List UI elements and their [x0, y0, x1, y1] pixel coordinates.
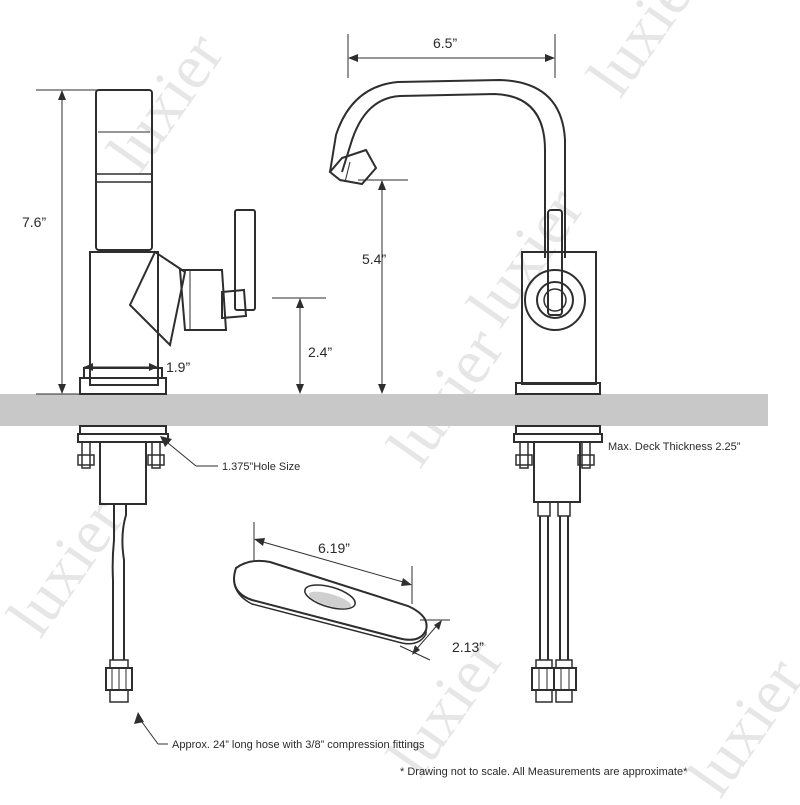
deck-thickness-label: Max. Deck Thickness 2.25”	[608, 441, 741, 453]
watermark-6: luxier	[373, 625, 517, 788]
base-width-label: 1.9”	[166, 359, 190, 375]
right-underdeck-assembly	[513, 425, 603, 703]
spout-reach-label: 6.5”	[433, 35, 457, 51]
hose-label: Approx. 24” long hose with 3/8” compress…	[172, 739, 425, 751]
watermark-1: luxier	[93, 20, 237, 183]
overall-height-label: 7.6”	[22, 214, 46, 230]
footnote: * Drawing not to scale. All Measurements…	[400, 766, 688, 778]
deck-countertop	[0, 394, 768, 426]
plate-length-label: 6.19”	[318, 540, 350, 556]
hole-size-label: 1.375”Hole Size	[222, 461, 300, 473]
plate-length-dimension: 6.19”	[253, 522, 413, 604]
left-underdeck-assembly	[77, 425, 169, 703]
front-view-faucet	[328, 78, 601, 395]
handle-height-label: 2.4”	[308, 344, 332, 360]
hose-callout: Approx. 24” long hose with 3/8” compress…	[134, 712, 425, 751]
side-view-faucet	[79, 89, 256, 395]
plate-width-dimension: 2.13”	[399, 619, 484, 661]
handle-height-dimension: 2.4”	[272, 297, 332, 394]
hole-size-callout: 1.375”Hole Size	[160, 436, 300, 473]
watermark-7: luxier	[673, 645, 800, 800]
watermark-5: luxier	[573, 0, 717, 108]
spout-height-label: 5.4”	[362, 251, 386, 267]
deck-plate	[233, 559, 428, 645]
overall-height-dimension: 7.6”	[22, 89, 98, 395]
base-width-dimension: 1.9”	[84, 359, 190, 375]
plate-width-label: 2.13”	[452, 639, 484, 655]
spout-height-dimension: 5.4”	[358, 179, 408, 394]
watermark-4: luxier	[0, 485, 137, 648]
spout-reach-dimension: 6.5”	[347, 34, 556, 78]
watermark-2: luxier	[453, 175, 597, 338]
